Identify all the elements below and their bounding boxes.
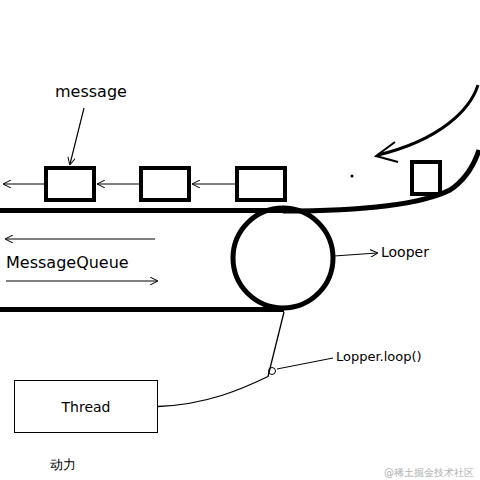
part-label: message: [55, 82, 127, 101]
message-box: [141, 168, 189, 200]
dot: [351, 175, 354, 178]
node-text: MessageQueue: [6, 253, 129, 272]
leader-line: [277, 358, 333, 369]
flow-arrow: [4, 184, 44, 185]
watermark: @稀土掘金技术社区: [384, 466, 474, 480]
flow-arrow: [193, 184, 235, 185]
belt-line: [283, 150, 479, 211]
part-label: Lopper.loop(): [336, 349, 422, 364]
flow-arrow: [98, 184, 139, 185]
power-wire: [158, 312, 284, 407]
message-queue-band: MessageQueue: [0, 208, 284, 312]
leader-arrow: [334, 253, 377, 256]
message-box: [237, 168, 285, 200]
node-text: Thread: [62, 399, 111, 415]
looper-roller: [233, 208, 333, 308]
thread-box: Thread: [14, 380, 158, 433]
leader-arrow: [70, 108, 84, 164]
message-box: [46, 168, 94, 200]
queue-arrow: [6, 281, 157, 282]
part-label: Looper: [381, 244, 429, 260]
feed-arrow-head: [376, 142, 398, 162]
note-label: 动力: [50, 456, 76, 474]
message-box: [412, 162, 440, 194]
queue-arrow: [6, 239, 155, 240]
